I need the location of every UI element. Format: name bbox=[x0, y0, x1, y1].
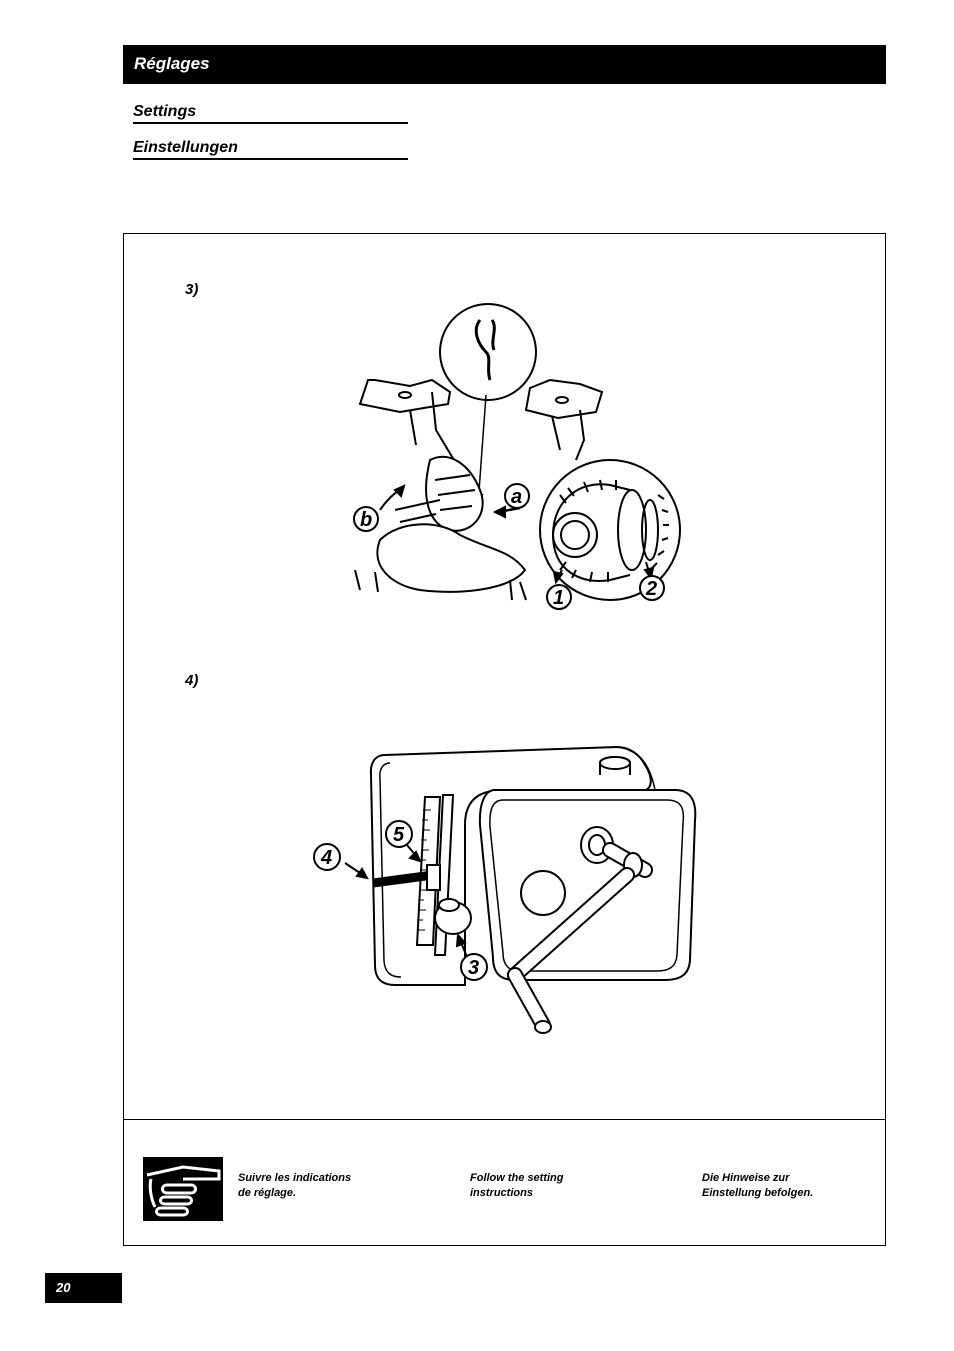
step-4-label: 4) bbox=[185, 672, 199, 689]
callout-3: 3 bbox=[468, 957, 479, 979]
section-title: Réglages bbox=[134, 54, 210, 73]
notes-divider bbox=[123, 1119, 886, 1120]
sprocket-detail-circle bbox=[539, 459, 681, 601]
figure-3-sprocket-adjustment: a b 1 2 bbox=[353, 303, 681, 610]
step-3-label: 3) bbox=[185, 281, 199, 298]
detail-magnifier-circle bbox=[439, 303, 537, 401]
page-number: 20 bbox=[56, 1280, 71, 1295]
note-german: Die Hinweise zur Einstellung befolgen. bbox=[702, 1172, 814, 1199]
page-number-box: 20 bbox=[45, 1273, 122, 1303]
callout-b: b bbox=[360, 509, 372, 531]
subtitle-english: Settings bbox=[133, 102, 408, 124]
note-english: Follow the setting instructions bbox=[470, 1172, 564, 1199]
callout-4: 4 bbox=[320, 847, 332, 869]
callout-5: 5 bbox=[393, 824, 405, 846]
illustration-frame bbox=[123, 233, 886, 1246]
callout-2: 2 bbox=[645, 578, 657, 600]
pointing-hand-icon bbox=[143, 1157, 223, 1221]
note-french: Suivre les indications de réglage. bbox=[238, 1172, 352, 1199]
callout-a: a bbox=[511, 486, 522, 508]
figure-4-gearbox-crank: 5 4 3 bbox=[313, 745, 697, 1034]
callout-1: 1 bbox=[553, 587, 564, 609]
subtitle-german: Einstellungen bbox=[133, 138, 408, 160]
section-header-bar: Réglages bbox=[123, 45, 886, 84]
